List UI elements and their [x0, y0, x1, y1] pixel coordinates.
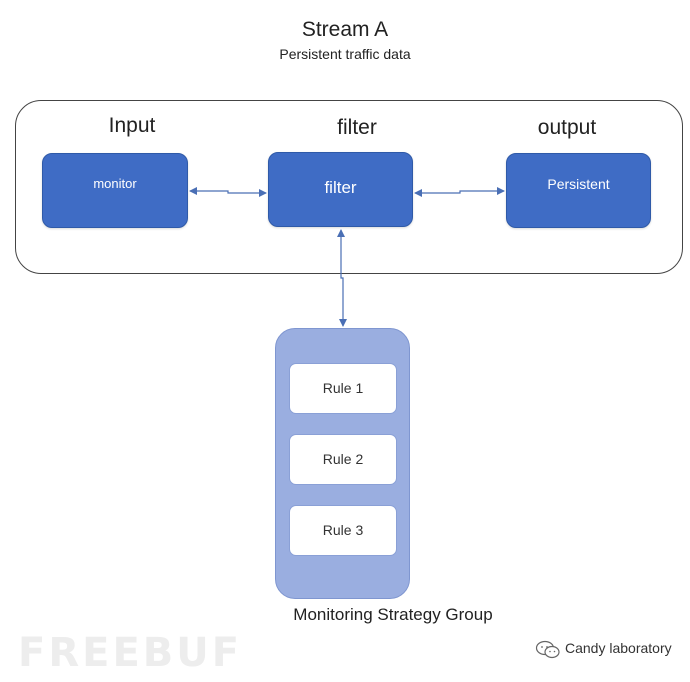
connector-monitor-filter — [189, 187, 267, 197]
monitor-node[interactable]: monitor — [42, 153, 188, 228]
rule-3[interactable]: Rule 3 — [289, 505, 397, 556]
monitor-node-label: monitor — [93, 176, 137, 191]
column-label-input: Input — [108, 114, 156, 137]
filter-node[interactable]: filter — [268, 152, 413, 227]
persistent-node-label: Persistent — [547, 176, 610, 192]
diagram-subtitle: Persistent traffic data — [279, 46, 411, 62]
filter-node-label: filter — [324, 178, 357, 197]
stream-frame — [15, 100, 683, 274]
persistent-node[interactable]: Persistent — [506, 153, 651, 228]
wechat-icon — [535, 640, 560, 659]
connector-filter-group — [337, 229, 347, 327]
rule-1[interactable]: Rule 1 — [289, 363, 397, 414]
column-label-output: output — [537, 116, 597, 139]
candy-laboratory-watermark: Candy laboratory — [565, 640, 672, 656]
rule-2[interactable]: Rule 2 — [289, 434, 397, 485]
group-label: Monitoring Strategy Group — [293, 605, 493, 624]
freebuf-watermark: FREEBUF — [18, 630, 243, 676]
connector-filter-persistent — [414, 187, 505, 197]
column-label-filter: filter — [337, 116, 377, 139]
diagram-title: Stream A — [301, 18, 389, 41]
